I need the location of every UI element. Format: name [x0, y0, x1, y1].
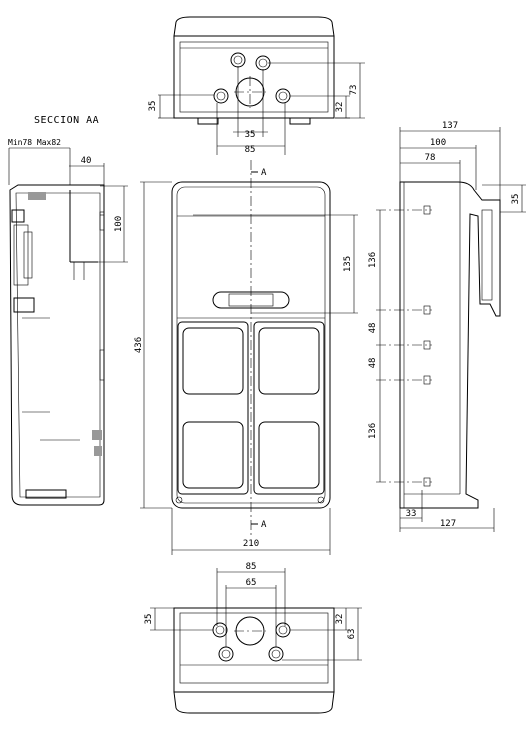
- section-marker-top: A: [261, 168, 267, 178]
- dim-bot-32: 32: [335, 614, 345, 625]
- dim-side-35: 35: [511, 194, 521, 205]
- section-marker-bottom: A: [261, 520, 267, 530]
- dim-bot-65: 65: [246, 578, 257, 588]
- dim-top-32: 32: [335, 102, 345, 113]
- dim-top-35: 35: [148, 101, 158, 112]
- dim-side-48a: 48: [368, 323, 378, 334]
- top-view: 35 32 73 35 85: [148, 16, 365, 155]
- dim-side-78: 78: [425, 153, 436, 163]
- dim-top-73: 73: [349, 85, 359, 96]
- dim-side-48b: 48: [368, 358, 378, 369]
- dim-front-436: 436: [134, 337, 144, 353]
- section-view-aa: SECCION AA Min78 Max82 40 100: [8, 115, 128, 506]
- side-view: 136 48 48 136 137 100 78 35 33 127: [368, 121, 526, 532]
- dim-bot-35: 35: [144, 614, 154, 625]
- section-title: SECCION AA: [34, 115, 99, 126]
- dim-side-136b: 136: [368, 423, 378, 439]
- dim-side-136a: 136: [368, 252, 378, 268]
- front-view: A A 436 135 210: [134, 160, 358, 555]
- section-note: Min78 Max82: [8, 138, 61, 147]
- dim-left-40: 40: [81, 156, 92, 166]
- dim-side-100: 100: [430, 138, 446, 148]
- dim-front-210: 210: [243, 539, 259, 549]
- dim-bot-85: 85: [246, 562, 257, 572]
- dim-top-35b: 35: [245, 130, 256, 140]
- dim-side-127: 127: [440, 519, 456, 529]
- dim-left-100: 100: [114, 216, 124, 232]
- dim-side-137: 137: [442, 121, 458, 131]
- dim-bot-63: 63: [347, 629, 357, 640]
- bottom-view: 85 65 35 32 63: [144, 562, 362, 714]
- dim-front-135: 135: [343, 256, 353, 272]
- dim-side-33: 33: [406, 509, 417, 519]
- dim-top-85: 85: [245, 145, 256, 155]
